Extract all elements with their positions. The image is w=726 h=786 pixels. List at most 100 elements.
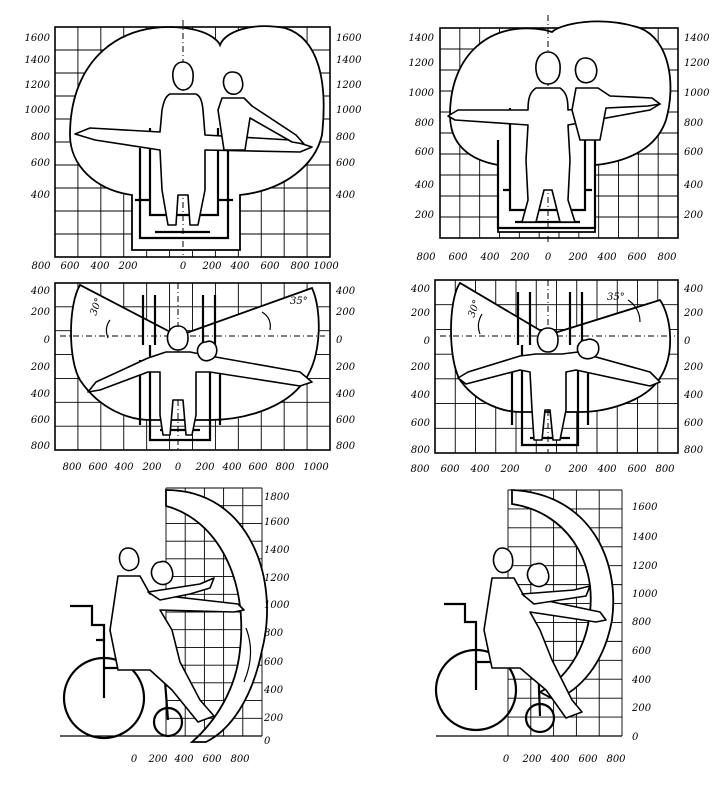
reach-arc [165,489,268,743]
y-tick-label-right: 800 [264,628,284,639]
angle-arc-left [105,319,111,339]
x-tick-label: 200 [509,252,530,263]
x-tick-label: 800 [230,754,250,765]
panel-d-frame [434,279,679,454]
x-tick-label: 600 [440,464,460,475]
y-tick-label-left: 1200 [409,58,435,69]
x-tick-label: 600 [60,261,80,272]
y-tick-label-left: 200 [414,210,435,221]
y-tick-label-left: 1200 [25,80,51,91]
y-tick-label-right: 1400 [264,545,290,556]
y-tick-label-right: 0 [632,732,639,743]
y-tick-label-right: 400 [683,180,704,191]
y-tick-label-right: 1200 [632,561,658,572]
angle-arc-right [261,311,271,331]
y-tick-label-right: 800 [684,445,704,456]
y-tick-label-right: 0 [264,736,271,747]
x-tick-label: 800 [606,754,626,765]
y-tick-label-left: 400 [410,284,431,295]
y-tick-label-right: 200 [683,362,704,373]
y-tick-label-right: 200 [683,308,704,319]
x-tick-label: 600 [202,754,222,765]
x-tick-label: 800 [290,261,310,272]
y-tick-label-right: 1600 [264,517,290,528]
x-tick-label: 600 [260,261,280,272]
y-tick-label-left: 1400 [409,33,435,44]
y-tick-label-right: 1800 [264,492,290,503]
y-tick-label-right: 600 [336,415,356,426]
ghost-person-plan [196,340,218,362]
y-tick-label-right: 600 [264,657,284,668]
y-tick-label-right: 1400 [684,33,710,44]
y-tick-label-left: 200 [410,362,431,373]
y-tick-label-left: 400 [30,389,51,400]
y-tick-label-left: 600 [415,147,435,158]
y-tick-label-right: 200 [683,210,704,221]
x-tick-label: 400 [596,252,617,263]
x-tick-label: 800 [657,252,677,263]
y-tick-label-right: 600 [336,158,356,169]
y-tick-label-right: 1200 [336,80,362,91]
panel-c-frame [54,282,331,451]
panel-b-frontal-reach-female: 1400120010008006004002001400120010008006… [409,15,710,263]
y-tick-label-right: 800 [336,132,356,143]
y-tick-label-left: 400 [30,286,51,297]
x-tick-label: 600 [88,462,108,473]
x-tick-label: 0 [175,462,182,473]
ghost-person-side [521,562,591,605]
y-tick-label-right: 400 [683,284,704,295]
angle-label-right: 35° [290,296,308,307]
x-tick-label: 400 [479,252,500,263]
seated-person-side [109,547,245,723]
angle-line-right [547,299,661,336]
angle-line-right [177,287,313,337]
y-tick-label-left: 800 [31,132,51,143]
x-tick-label: 0 [131,754,138,765]
person-plan [457,327,661,441]
y-tick-label-right: 400 [683,390,704,401]
ghost-person-side [571,57,661,141]
x-tick-label: 400 [469,464,490,475]
y-tick-label-right: 200 [263,713,284,724]
x-tick-label: 800 [655,464,675,475]
x-tick-label: 600 [627,464,647,475]
person-plan [87,325,313,436]
y-tick-label-right: 400 [335,389,356,400]
y-tick-label-left: 1600 [25,33,51,44]
y-tick-label-left: 1000 [25,105,51,116]
x-tick-label: 1000 [313,261,339,272]
y-tick-label-right: 400 [335,286,356,297]
ghost-person-side [147,560,215,601]
panel-d-plan-reach-female: 30° 35° 40020002004006008004002000200400… [410,279,704,475]
x-tick-label: 200 [141,462,162,473]
x-tick-label: 200 [521,754,542,765]
wheelchair [135,128,233,240]
y-tick-label-left: 400 [30,190,51,201]
y-tick-label-left: 200 [30,362,51,373]
y-tick-label-left: 600 [31,158,51,169]
y-tick-label-right: 1200 [684,58,710,69]
y-tick-label-left: 0 [424,336,431,347]
x-tick-label: 400 [89,261,110,272]
x-tick-label: 0 [545,464,552,475]
y-tick-label-left: 200 [30,307,51,318]
y-tick-label-right: 200 [335,362,356,373]
x-tick-label: 800 [416,252,436,263]
y-tick-label-right: 400 [631,675,652,686]
ghost-person-side [217,71,305,151]
wheelchair-plan [510,292,590,447]
x-tick-label: 400 [113,462,134,473]
y-tick-label-left: 800 [31,441,51,452]
y-tick-label-left: 200 [410,308,431,319]
y-tick-label-right: 800 [632,617,652,628]
panel-c-plan-reach-male: 30° 35° 40020002004006008004002000200400… [30,282,356,473]
y-tick-label-left: 600 [31,415,51,426]
y-tick-label-right: 400 [335,190,356,201]
x-tick-label: 600 [248,462,268,473]
x-tick-label: 400 [229,261,250,272]
x-tick-label: 0 [545,252,552,263]
x-tick-label: 400 [221,462,242,473]
x-tick-label: 200 [499,464,520,475]
